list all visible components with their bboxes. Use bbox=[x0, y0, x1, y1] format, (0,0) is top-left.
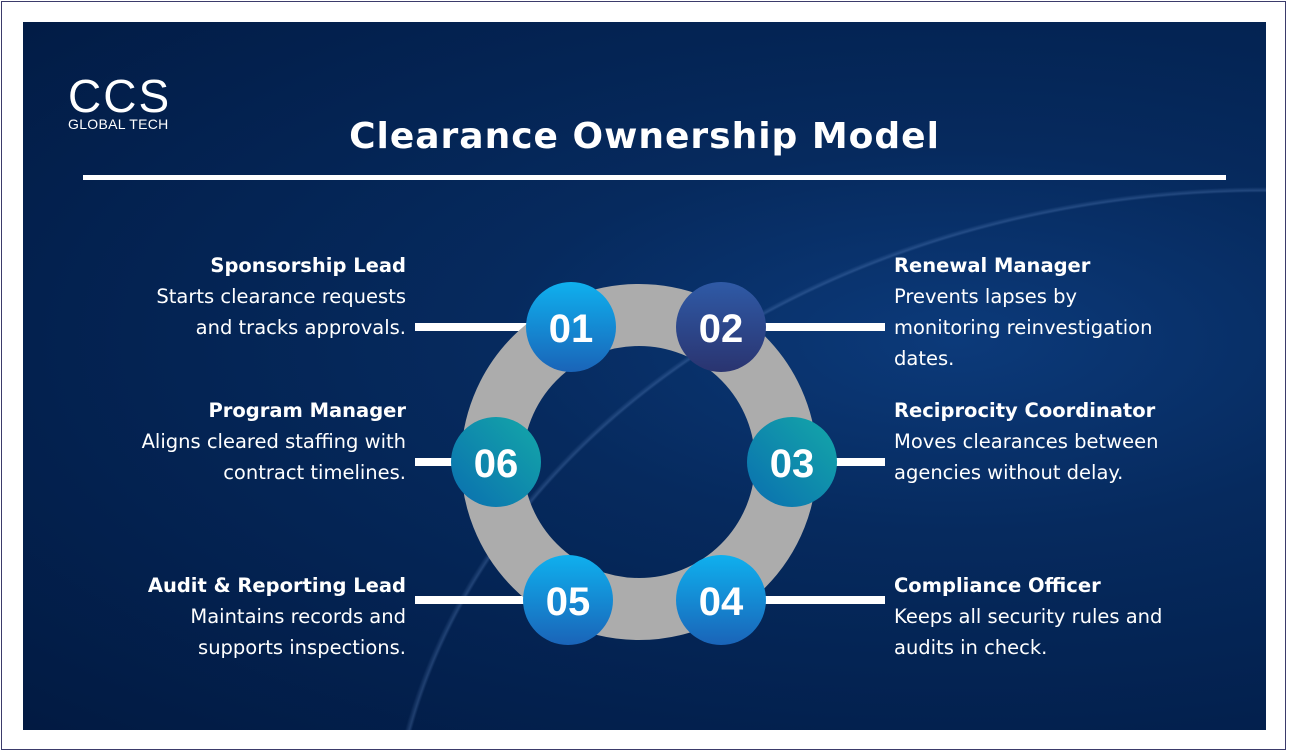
step-text-line: Prevents lapses by bbox=[894, 285, 1078, 308]
page-title: Clearance Ownership Model bbox=[349, 116, 940, 157]
step-text-line: supports inspections. bbox=[198, 636, 406, 659]
connector-04 bbox=[755, 596, 885, 604]
step-text-line: Starts clearance requests bbox=[156, 285, 406, 308]
step-text-line: monitoring reinvestigation bbox=[894, 316, 1153, 339]
step-badge-04 bbox=[676, 555, 766, 645]
step-number: 05 bbox=[546, 580, 591, 624]
step-badge-01 bbox=[526, 282, 616, 372]
step-badge-05 bbox=[523, 555, 613, 645]
step-text-line: agencies without delay. bbox=[894, 461, 1124, 484]
step-text-line: dates. bbox=[894, 347, 955, 370]
connector-01 bbox=[415, 323, 535, 331]
step-text-line: Aligns cleared staffing with bbox=[141, 430, 406, 453]
connector-06 bbox=[415, 458, 475, 466]
connector-02 bbox=[755, 323, 885, 331]
connector-05 bbox=[415, 596, 535, 604]
step-text-line: Maintains records and bbox=[190, 605, 406, 628]
step-heading: Program Manager bbox=[208, 399, 406, 422]
step-heading: Renewal Manager bbox=[894, 254, 1091, 277]
step-badge-02 bbox=[676, 282, 766, 372]
step-text-line: Keeps all security rules and bbox=[894, 605, 1163, 628]
step-heading: Audit & Reporting Lead bbox=[147, 574, 406, 597]
step-number: 01 bbox=[549, 307, 594, 351]
logo-main-text: CCS bbox=[68, 70, 172, 122]
step-heading: Compliance Officer bbox=[894, 574, 1101, 597]
step-number: 06 bbox=[474, 442, 519, 486]
step-number: 04 bbox=[699, 580, 744, 624]
step-text-line: contract timelines. bbox=[223, 461, 406, 484]
step-number: 02 bbox=[699, 307, 744, 351]
step-text-line: and tracks approvals. bbox=[195, 316, 406, 339]
company-logo: CCS GLOBAL TECH bbox=[68, 70, 172, 132]
step-badge-06 bbox=[451, 417, 541, 507]
step-heading: Reciprocity Coordinator bbox=[894, 399, 1156, 422]
step-heading: Sponsorship Lead bbox=[210, 254, 406, 277]
title-divider bbox=[83, 175, 1226, 180]
connector-03 bbox=[815, 458, 885, 466]
step-text-line: audits in check. bbox=[894, 636, 1048, 659]
step-number: 03 bbox=[770, 442, 815, 486]
logo-sub-text: GLOBAL TECH bbox=[68, 116, 169, 132]
step-text-line: Moves clearances between bbox=[894, 430, 1159, 453]
step-badge-03 bbox=[747, 417, 837, 507]
